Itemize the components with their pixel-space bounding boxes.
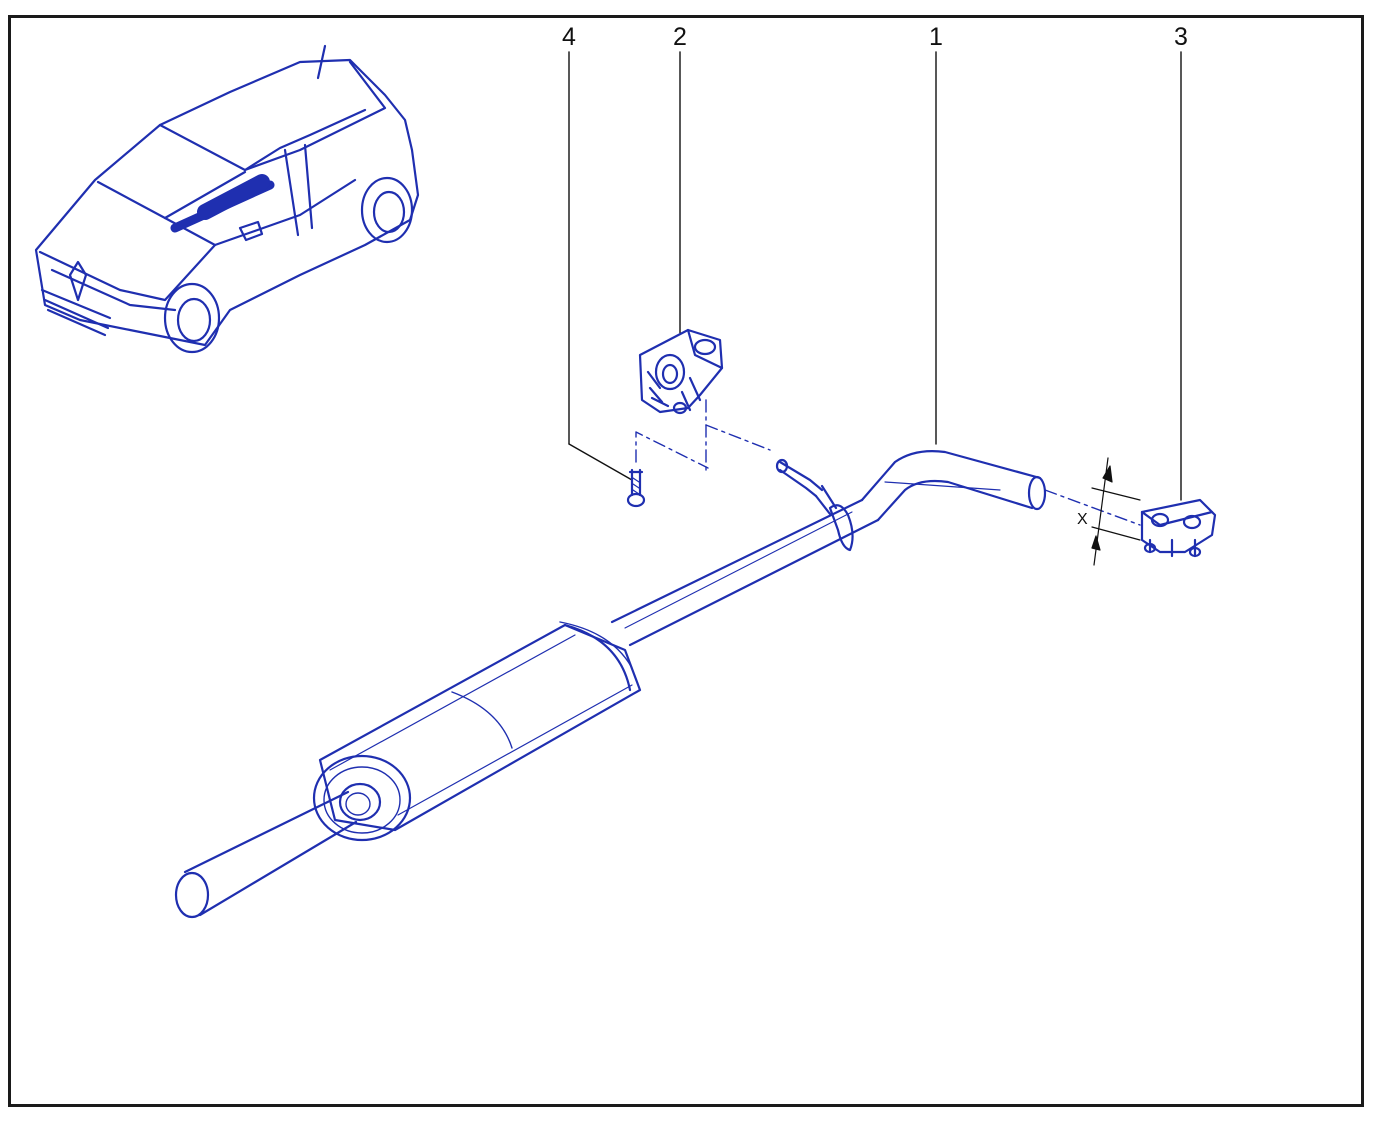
car-thumbnail bbox=[34, 44, 420, 354]
callout-leaders bbox=[568, 51, 1182, 501]
exhaust-clamp-part bbox=[638, 328, 724, 415]
diagram-frame bbox=[8, 15, 1364, 1107]
sensor-part bbox=[775, 458, 838, 516]
callout-labels: 4 2 1 3 bbox=[562, 23, 1188, 51]
bolt-part bbox=[626, 468, 646, 508]
assembly-dash-lines bbox=[635, 399, 1141, 526]
callout-3: 3 bbox=[1174, 23, 1188, 51]
exhaust-pipe-part bbox=[174, 450, 1047, 919]
callout-1: 1 bbox=[929, 23, 943, 51]
dimension-x bbox=[1091, 457, 1141, 566]
dimension-x-label: X bbox=[1077, 511, 1088, 528]
callout-4: 4 bbox=[562, 23, 576, 51]
callout-2: 2 bbox=[673, 23, 687, 51]
mounting-bracket-part bbox=[1140, 498, 1217, 558]
